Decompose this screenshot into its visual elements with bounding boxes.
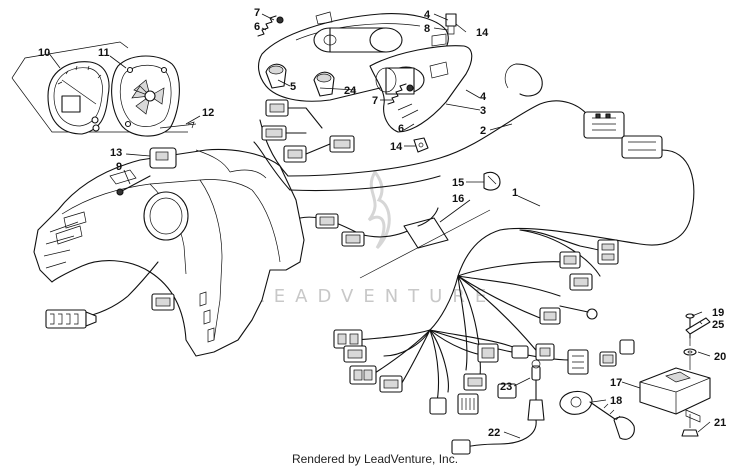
connector-center-6 bbox=[619, 339, 635, 355]
harness-connectors-upper bbox=[261, 99, 355, 163]
console-hood bbox=[33, 147, 305, 357]
connector-f bbox=[559, 251, 581, 269]
callout-1: 1 bbox=[512, 187, 518, 199]
main-plug-upper-right bbox=[583, 111, 625, 139]
connector-low-4 bbox=[497, 383, 517, 399]
callout-14-lower: 14 bbox=[390, 141, 403, 153]
ignition-key-18 bbox=[559, 390, 635, 440]
callout-9: 9 bbox=[116, 161, 122, 173]
switch-13 bbox=[149, 147, 177, 169]
strap-25 bbox=[685, 317, 711, 335]
headlight-harness-2 bbox=[253, 100, 591, 192]
bulb-23 bbox=[531, 359, 541, 381]
connector-low-1 bbox=[463, 373, 487, 391]
callout-3: 3 bbox=[480, 105, 486, 117]
leadventure-flame-logo bbox=[367, 170, 391, 250]
watermark-text: LEADVENTURE bbox=[253, 286, 497, 307]
connector-center-5 bbox=[599, 351, 617, 367]
callout-22: 22 bbox=[488, 427, 500, 439]
leader-lines bbox=[47, 13, 711, 439]
callout-11: 11 bbox=[98, 47, 110, 59]
callout-23: 23 bbox=[500, 381, 512, 393]
grommet-15 bbox=[483, 171, 501, 191]
connector-center-left-a bbox=[315, 213, 339, 229]
connector-d bbox=[329, 135, 355, 153]
callout-7-upper: 7 bbox=[254, 7, 260, 19]
pad-16 bbox=[403, 207, 449, 249]
callout-6-lower: 6 bbox=[398, 123, 404, 135]
connector-g bbox=[569, 273, 593, 291]
render-credit: Rendered by LeadVenture, Inc. bbox=[291, 452, 459, 466]
callout-7-lower: 7 bbox=[372, 95, 378, 107]
callout-labels: 1 2 3 4 4 5 6 6 7 7 8 9 10 11 12 13 14 1… bbox=[38, 7, 726, 439]
connector-left-cluster-1 bbox=[333, 329, 363, 349]
callout-8: 8 bbox=[424, 23, 430, 35]
connector-c bbox=[283, 145, 307, 163]
connector-low-3 bbox=[429, 397, 447, 415]
connector-left-cluster-3 bbox=[349, 365, 377, 385]
ring-terminal bbox=[559, 305, 598, 320]
bottom-left-connector bbox=[45, 309, 97, 329]
connector-low-2 bbox=[457, 393, 479, 415]
callout-10: 10 bbox=[38, 47, 50, 59]
callout-15: 15 bbox=[452, 177, 464, 189]
callout-16: 16 bbox=[452, 193, 464, 205]
callout-6-upper: 6 bbox=[254, 21, 260, 33]
screw-spring-7-upper bbox=[257, 15, 284, 37]
clip-14-lower bbox=[413, 137, 429, 153]
screw-spring-7-lower bbox=[387, 83, 414, 105]
callout-20: 20 bbox=[714, 351, 726, 363]
callout-5: 5 bbox=[290, 81, 296, 93]
callout-17: 17 bbox=[610, 377, 622, 389]
lead-22 bbox=[451, 379, 545, 455]
screw-9 bbox=[116, 175, 151, 196]
gauge-assembly bbox=[11, 41, 197, 137]
callout-21: 21 bbox=[714, 417, 726, 429]
callout-12: 12 bbox=[202, 107, 214, 119]
callout-24: 24 bbox=[344, 85, 357, 97]
connector-center-2 bbox=[511, 345, 529, 359]
connector-a bbox=[265, 99, 289, 117]
callout-4-upper: 4 bbox=[424, 9, 431, 21]
nut-21 bbox=[681, 429, 699, 437]
connector-left-cluster-4 bbox=[379, 375, 403, 393]
callout-4-lower: 4 bbox=[480, 91, 487, 103]
module-17 bbox=[639, 367, 711, 423]
headlight-lower-housing bbox=[369, 45, 473, 133]
callout-25: 25 bbox=[712, 319, 724, 331]
harness-connector-cluster bbox=[333, 239, 635, 415]
callout-13: 13 bbox=[110, 147, 122, 159]
connector-center-4 bbox=[567, 349, 589, 375]
connector-center-1 bbox=[477, 343, 499, 363]
callout-19: 19 bbox=[712, 307, 724, 319]
connector-e bbox=[597, 239, 619, 265]
washer-20 bbox=[683, 348, 697, 356]
connector-left-cluster-2 bbox=[343, 345, 367, 363]
callout-18: 18 bbox=[610, 395, 622, 407]
gauge-rear-cover bbox=[111, 55, 180, 137]
clip-14-upper bbox=[445, 13, 457, 35]
retaining-ring bbox=[504, 63, 543, 97]
callout-14-upper: 14 bbox=[476, 27, 489, 39]
callout-2: 2 bbox=[480, 125, 486, 137]
mating-plug-right bbox=[499, 135, 695, 246]
connector-b bbox=[261, 125, 287, 141]
connector-center-left-b bbox=[341, 231, 365, 247]
connector-center-3 bbox=[535, 343, 555, 361]
bulb-socket-5-right bbox=[313, 71, 335, 97]
connector-h bbox=[539, 307, 561, 325]
hood-mount-connector bbox=[151, 293, 175, 311]
speedometer-gauge bbox=[47, 61, 110, 135]
